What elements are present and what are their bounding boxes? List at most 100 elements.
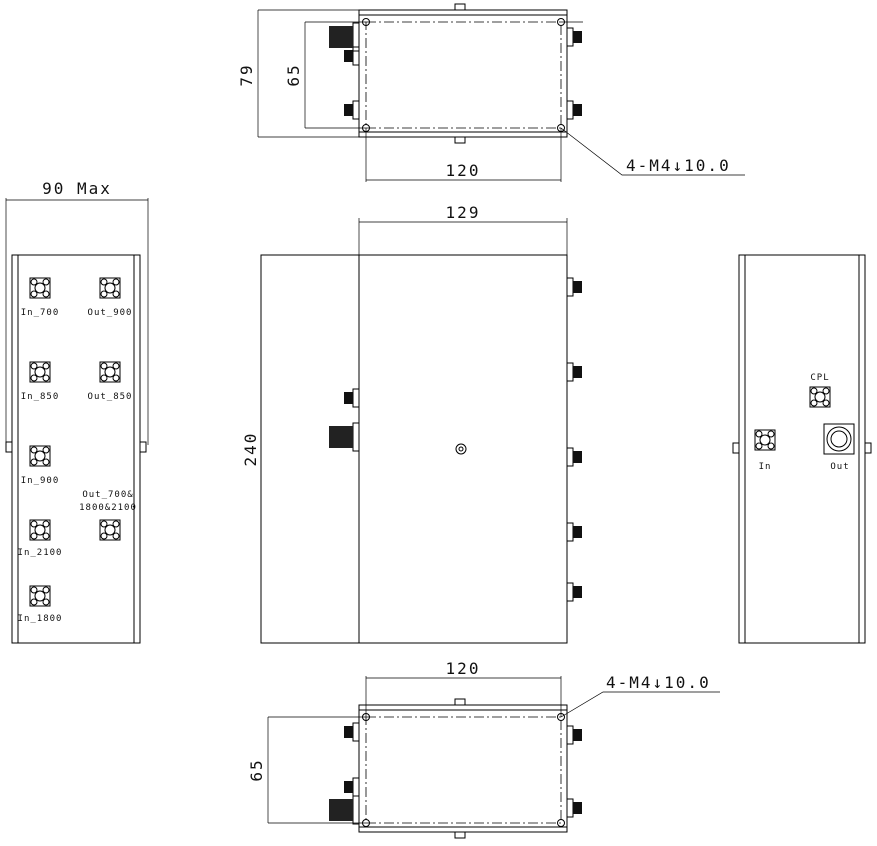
flange-screw-icon <box>42 362 50 370</box>
flange-screw-icon <box>42 598 50 606</box>
mounting-hole-icon <box>362 124 370 132</box>
sma-flange-connector-icon <box>99 277 121 299</box>
n-type-connector-body <box>329 26 353 48</box>
bolt-icon <box>454 698 466 706</box>
bolt-icon <box>454 831 466 839</box>
dim-top-height-inner: 65 <box>284 63 303 86</box>
generated-symbols <box>29 18 831 827</box>
sma-connector-icon <box>352 777 360 797</box>
sma-connector-icon <box>352 46 360 66</box>
mounting-hole-icon <box>362 713 370 721</box>
flange-screw-icon <box>767 442 775 450</box>
mounting-hole-pattern <box>365 716 562 824</box>
mounting-hole-icon <box>362 819 370 827</box>
flange-screw-icon <box>100 520 108 528</box>
left-side-view: 90 Max In_700 Out_900 In_850 Out_850 In_… <box>5 179 149 644</box>
top-view-body <box>358 9 568 138</box>
center-screw-icon <box>455 443 467 455</box>
flange-screw-icon <box>112 290 120 298</box>
bottom-view: 120 65 4-M4↓10.0 <box>247 659 720 839</box>
flange-screw-icon <box>112 532 120 540</box>
dim-front-width: 129 <box>446 203 481 222</box>
sma-connector-body <box>573 729 582 741</box>
bolt-icon <box>5 441 13 453</box>
hole-callout: 4-M4↓10.0 <box>606 673 711 692</box>
flange-screw-icon <box>112 520 120 528</box>
flange-screw-icon <box>767 430 775 438</box>
connector-center <box>759 434 771 446</box>
sma-connector-icon <box>352 100 360 120</box>
flange-screw-icon <box>30 446 38 454</box>
sma-connector-body <box>573 451 582 463</box>
port-label-in: In <box>759 462 772 472</box>
mounting-hole-icon <box>557 18 565 26</box>
port-label-out-850: Out_850 <box>88 392 133 402</box>
n-type-connector-body <box>329 799 353 821</box>
connector-center <box>34 282 46 294</box>
flange-screw-icon <box>810 399 818 407</box>
sma-connector-icon <box>566 27 574 47</box>
sma-flange-connector-icon <box>29 277 51 299</box>
flange-screw-icon <box>42 520 50 528</box>
flange-screw-icon <box>100 374 108 382</box>
port-label-in-700: In_700 <box>21 308 60 318</box>
dim-side-width: 90 Max <box>42 179 112 198</box>
flange-screw-icon <box>30 458 38 466</box>
port-label-in-1800: In_1800 <box>18 614 63 624</box>
flange-screw-icon <box>42 278 50 286</box>
n-type-connector-icon <box>352 422 360 452</box>
sma-connector-body <box>573 104 582 116</box>
bolt-icon <box>732 442 740 454</box>
flange-screw-icon <box>112 374 120 382</box>
sma-connector-icon <box>566 100 574 120</box>
flange-screw-icon <box>42 290 50 298</box>
flange-screw-icon <box>42 458 50 466</box>
mounting-hole-icon <box>557 713 565 721</box>
flange-screw-icon <box>822 387 830 395</box>
sma-connector-body <box>344 392 353 404</box>
flange-screw-icon <box>755 430 763 438</box>
mounting-hole-icon <box>557 819 565 827</box>
sma-connector-body <box>573 526 582 538</box>
flange-screw-icon <box>42 374 50 382</box>
port-label-out-900: Out_900 <box>88 308 133 318</box>
sma-connector-body <box>573 586 582 598</box>
flange-screw-icon <box>30 278 38 286</box>
dim-top-width: 120 <box>446 161 481 180</box>
dim-bottom-width: 120 <box>446 659 481 678</box>
bolt-icon <box>139 441 147 453</box>
sma-connector-body <box>344 50 353 62</box>
dim-top-height-outer: 79 <box>237 63 256 86</box>
flange-screw-icon <box>42 586 50 594</box>
mounting-hole-icon <box>557 124 565 132</box>
sma-connector-body <box>573 31 582 43</box>
connector-center <box>34 450 46 462</box>
flange-screw-icon <box>30 532 38 540</box>
flange-screw-icon <box>30 290 38 298</box>
n-type-connector-icon <box>823 423 855 455</box>
sma-flange-connector-icon <box>29 445 51 467</box>
connector-center <box>104 366 116 378</box>
flange-screw-icon <box>755 442 763 450</box>
dim-bottom-height: 65 <box>247 758 266 781</box>
connector-center <box>104 282 116 294</box>
flange-screw-icon <box>100 278 108 286</box>
right-side-view: CPL In Out <box>732 254 872 644</box>
flange-screw-icon <box>30 598 38 606</box>
flange-screw-icon <box>30 520 38 528</box>
sma-connector-icon <box>352 388 360 408</box>
sma-connector-icon <box>566 798 574 818</box>
front-view-cover <box>260 254 360 644</box>
sma-flange-connector-icon <box>754 429 776 451</box>
flange-screw-icon <box>42 446 50 454</box>
front-view: 129 240 <box>241 203 568 644</box>
sma-connector-icon <box>352 722 360 742</box>
connector-center <box>34 590 46 602</box>
bottom-view-body <box>358 704 568 833</box>
sma-flange-connector-icon <box>99 519 121 541</box>
port-label-out-700-1800-2100-line2: 1800&2100 <box>79 503 137 513</box>
sma-flange-connector-icon <box>809 386 831 408</box>
connector-center <box>34 366 46 378</box>
sma-connector-icon <box>566 725 574 745</box>
